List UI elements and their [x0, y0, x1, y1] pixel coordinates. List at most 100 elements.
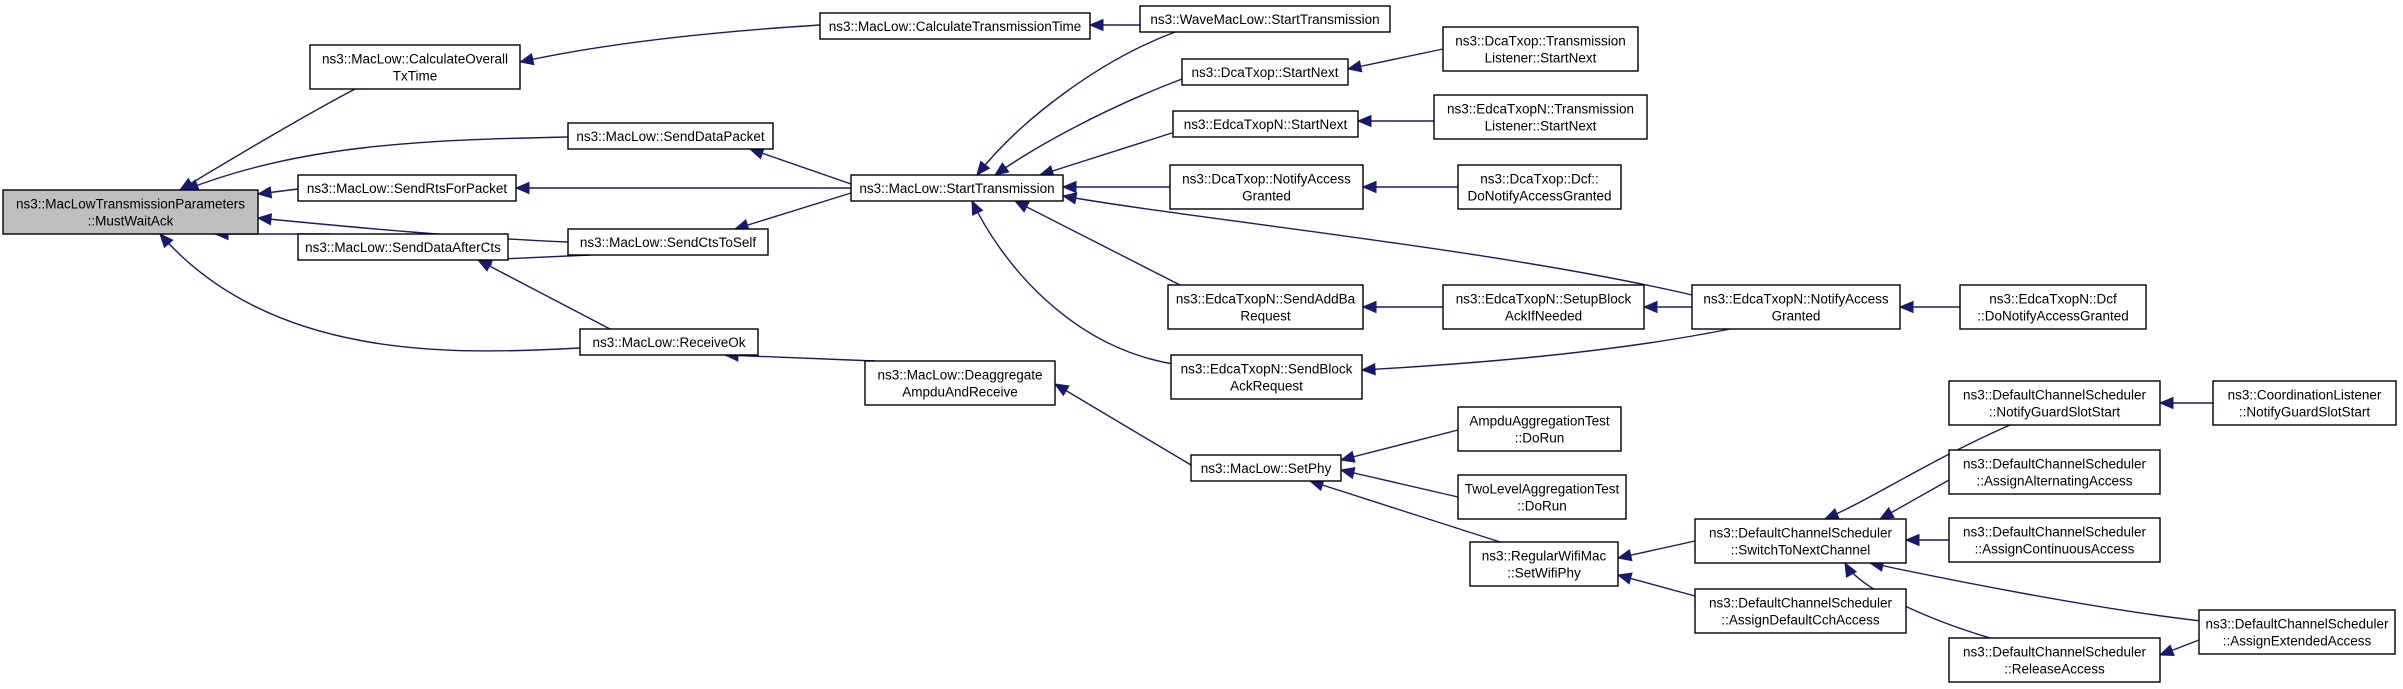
- node-label: ::MustWaitAck: [88, 214, 174, 229]
- node-regularSetWifiPhy[interactable]: ns3::RegularWifiMac::SetWifiPhy: [1469, 541, 1619, 587]
- node-receiveOk[interactable]: ns3::MacLow::ReceiveOk: [579, 328, 759, 356]
- node-coordListener[interactable]: ns3::CoordinationListener::NotifyGuardSl…: [2212, 380, 2397, 426]
- node-notifyGuard[interactable]: ns3::DefaultChannelScheduler::NotifyGuar…: [1948, 380, 2161, 426]
- node-dcaStartNext[interactable]: ns3::DcaTxop::StartNext: [1181, 58, 1349, 86]
- node-label: Granted: [1772, 309, 1821, 324]
- node-box: [1433, 94, 1648, 140]
- node-label: ns3::MacLow::StartTransmission: [859, 181, 1054, 196]
- node-setPhy[interactable]: ns3::MacLow::SetPhy: [1190, 454, 1342, 482]
- node-ampduTest[interactable]: AmpduAggregationTest::DoRun: [1457, 406, 1622, 452]
- node-label: ns3::DefaultChannelScheduler: [1963, 388, 2147, 403]
- node-box: [1172, 110, 1359, 138]
- edge-arrowhead: [1339, 450, 1356, 463]
- node-label: ns3::EdcaTxopN::StartNext: [1184, 117, 1348, 132]
- edge-arrowhead: [1088, 18, 1104, 32]
- node-label: ns3::EdcaTxopN::SetupBlock: [1456, 292, 1632, 307]
- node-sendDataPacket[interactable]: ns3::MacLow::SendDataPacket: [567, 122, 774, 150]
- edge-arrowhead: [1904, 533, 1920, 547]
- node-label: AmpduAndReceive: [902, 385, 1018, 400]
- node-label: ns3::DefaultChannelScheduler: [1709, 596, 1893, 611]
- node-box: [1442, 284, 1645, 330]
- node-waveStartTx[interactable]: ns3::WaveMacLow::StartTransmission: [1139, 5, 1391, 33]
- node-label: ::DoRun: [1515, 431, 1565, 446]
- node-label: Granted: [1242, 189, 1291, 204]
- node-assignExtended[interactable]: ns3::DefaultChannelScheduler::AssignExte…: [2198, 609, 2396, 655]
- node-label: ns3::MacLow::SetPhy: [1201, 461, 1332, 476]
- edge-arrowhead: [476, 259, 493, 272]
- node-label: ::DoRun: [1517, 499, 1567, 514]
- node-box: [1457, 406, 1622, 452]
- node-box: [1948, 517, 2161, 563]
- edge-arrowhead: [1642, 300, 1658, 314]
- edge-edcaNotify-to-startTx: [1062, 195, 1693, 296]
- node-label: ns3::EdcaTxopN::NotifyAccess: [1703, 292, 1889, 307]
- node-box: [567, 122, 774, 150]
- node-box: [850, 174, 1064, 202]
- node-label: ns3::MacLow::CalculateOverall: [322, 52, 508, 67]
- node-sendDataAfterCts[interactable]: ns3::MacLow::SendDataAfterCts: [297, 233, 509, 261]
- node-dcaDcf[interactable]: ns3::DcaTxop::Dcf::DoNotifyAccessGranted: [1457, 164, 1622, 210]
- node-assignAlternating[interactable]: ns3::DefaultChannelScheduler::AssignAlte…: [1948, 449, 2161, 495]
- node-releaseAccess[interactable]: ns3::DefaultChannelScheduler::ReleaseAcc…: [1948, 637, 2161, 683]
- node-box: [1691, 284, 1901, 330]
- node-label: Listener::StartNext: [1485, 51, 1597, 66]
- node-dcaNotify[interactable]: ns3::DcaTxop::NotifyAccessGranted: [1169, 164, 1364, 210]
- node-label: ns3::EdcaTxopN::Transmission: [1447, 102, 1634, 117]
- node-label: ::AssignContinuousAccess: [1975, 542, 2135, 557]
- edge-arrowhead: [1878, 506, 1895, 520]
- node-switchNext[interactable]: ns3::DefaultChannelScheduler::SwitchToNe…: [1694, 518, 1907, 564]
- node-label: ::AssignDefaultCchAccess: [1721, 613, 1880, 628]
- edge-receiveOk-to-root: [159, 233, 581, 352]
- node-label: ::ReleaseAccess: [2004, 662, 2105, 677]
- node-edcaDcf[interactable]: ns3::EdcaTxopN::Dcf::DoNotifyAccessGrant…: [1959, 284, 2147, 330]
- call-graph-nodes: ns3::MacLowTransmissionParameters::MustW…: [2, 5, 2397, 683]
- node-dcaTxListener[interactable]: ns3::DcaTxop::TransmissionListener::Star…: [1442, 26, 1639, 72]
- edge-deaggregate-to-receiveOk: [724, 354, 876, 362]
- node-label: AckIfNeeded: [1505, 309, 1582, 324]
- node-box: [1167, 284, 1364, 330]
- node-startTx[interactable]: ns3::MacLow::StartTransmission: [850, 174, 1064, 202]
- edge-arrowhead: [1844, 561, 1858, 578]
- node-label: ns3::DefaultChannelScheduler: [1709, 526, 1893, 541]
- node-twoLevelTest[interactable]: TwoLevelAggregationTest::DoRun: [1457, 474, 1627, 520]
- node-box: [1169, 164, 1364, 210]
- edge-arrowhead: [2158, 396, 2174, 410]
- node-edcaStartNext[interactable]: ns3::EdcaTxopN::StartNext: [1172, 110, 1359, 138]
- node-box: [309, 44, 521, 90]
- node-box: [2198, 609, 2396, 655]
- edge-arrowhead: [1616, 572, 1633, 585]
- node-edcaTxListener[interactable]: ns3::EdcaTxopN::TransmissionListener::St…: [1433, 94, 1648, 140]
- node-edcaNotify[interactable]: ns3::EdcaTxopN::NotifyAccessGranted: [1691, 284, 1901, 330]
- node-box: [1457, 164, 1622, 210]
- node-box: [579, 328, 759, 356]
- node-box: [1181, 58, 1349, 86]
- node-label: ns3::EdcaTxopN::Dcf: [1989, 292, 2117, 307]
- node-box: [864, 360, 1056, 406]
- node-assignDefaultCch[interactable]: ns3::DefaultChannelScheduler::AssignDefa…: [1694, 588, 1907, 634]
- node-label: ::AssignAlternatingAccess: [1976, 474, 2132, 489]
- node-label: ::NotifyGuardSlotStart: [1989, 405, 2121, 420]
- node-calcTxTime[interactable]: ns3::MacLow::CalculateTransmissionTime: [819, 12, 1091, 40]
- node-label: Listener::StartNext: [1485, 119, 1597, 134]
- edge-arrowhead: [1361, 300, 1377, 314]
- node-label: ns3::DcaTxop::Dcf::: [1480, 172, 1599, 187]
- node-root[interactable]: ns3::MacLowTransmissionParameters::MustW…: [2, 189, 259, 235]
- node-label: ns3::DcaTxop::Transmission: [1455, 34, 1626, 49]
- edge-arrowhead: [1823, 507, 1840, 520]
- edge-arrowhead: [256, 186, 273, 199]
- node-label: ns3::MacLow::SendRtsForPacket: [307, 181, 508, 196]
- node-sendCtsToSelf[interactable]: ns3::MacLow::SendCtsToSelf: [567, 228, 769, 256]
- node-label: AckRequest: [1230, 379, 1303, 394]
- edge-arrowhead: [976, 160, 991, 177]
- edge-dcaStartNext-to-startTx: [994, 78, 1183, 176]
- edge-arrowhead: [1013, 200, 1030, 213]
- edge-edcaSendAddBa-to-startTx: [1014, 200, 1181, 286]
- node-sendRts[interactable]: ns3::MacLow::SendRtsForPacket: [297, 174, 517, 202]
- node-label: ::AssignExtendedAccess: [2223, 634, 2372, 649]
- node-assignContinuous[interactable]: ns3::DefaultChannelScheduler::AssignCont…: [1948, 517, 2161, 563]
